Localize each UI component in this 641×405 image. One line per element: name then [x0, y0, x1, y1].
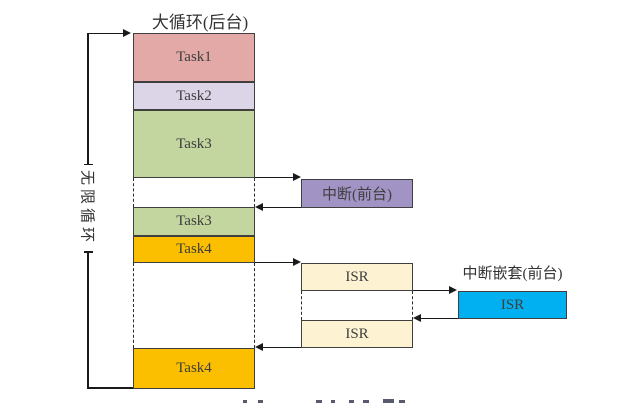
column-preempted-gap-2	[133, 263, 255, 348]
loop-arrow-top-line	[88, 32, 126, 34]
arrow-return-nested-isr-head-icon	[413, 314, 421, 323]
arrow-return-isr2-line	[261, 346, 301, 348]
task-box-task2: Task2	[133, 82, 255, 110]
nested-interrupt-title: 中断嵌套(前台)	[462, 266, 563, 282]
arrow-call-nested-isr-line	[413, 289, 450, 291]
arrow-return-interrupt-line	[261, 206, 301, 208]
task-box-task3: Task3	[133, 110, 255, 178]
loop-arrowhead-icon	[123, 29, 131, 38]
loop-line-tick-bottom	[83, 251, 93, 253]
arrow-return-interrupt-head-icon	[255, 203, 263, 212]
infinite-loop-label: 无限循环	[78, 169, 95, 247]
loop-line-upper	[87, 33, 89, 164]
arrow-call-interrupt-line	[255, 176, 297, 178]
nested-isr-box: ISR	[458, 291, 567, 319]
task-box-task3-resumed: Task3	[133, 207, 255, 236]
arrow-call-nested-isr-head-icon	[449, 286, 457, 295]
arrow-call-isr1-head-icon	[293, 258, 301, 267]
task-box-task4: Task4	[133, 236, 255, 263]
arrow-return-isr2-head-icon	[255, 343, 263, 352]
loop-line-bottom	[88, 387, 134, 389]
isr-preempted-gap	[301, 291, 413, 320]
background-loop-title: 大循环(后台)	[151, 13, 249, 32]
loop-line-lower	[87, 252, 89, 389]
isr-box-1: ISR	[301, 263, 413, 291]
arrow-call-isr1-line	[255, 261, 297, 263]
task-box-task1: Task1	[133, 33, 255, 82]
loop-line-tick-top	[83, 163, 93, 165]
column-preempted-gap-1	[133, 178, 255, 207]
task-box-task4-resumed: Task4	[133, 348, 255, 389]
arrow-call-interrupt-head-icon	[293, 173, 301, 182]
interrupt-box: 中断(前台)	[301, 179, 413, 208]
isr-box-2: ISR	[301, 320, 413, 348]
arrow-return-nested-isr-line	[419, 317, 458, 319]
